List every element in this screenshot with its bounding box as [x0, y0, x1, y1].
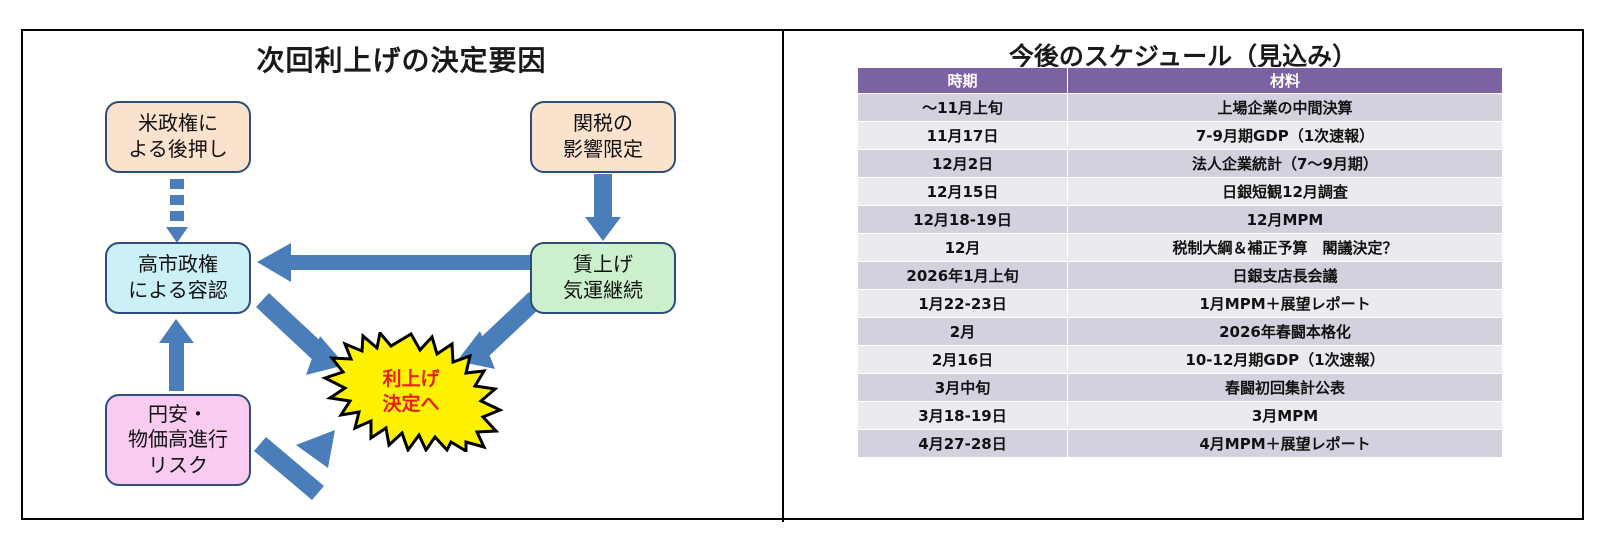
table-header-row: 時期 材料: [857, 67, 1503, 94]
node-yen-inflation-risk: 円安・ 物価高進行 リスク: [105, 394, 251, 486]
node-takaichi-approval-label: 高市政権 による容認: [128, 252, 228, 302]
cell-period: 12月15日: [857, 177, 1068, 206]
cell-period: 3月18-19日: [857, 401, 1068, 430]
cell-material: 2026年春闘本格化: [1067, 317, 1503, 346]
node-us-administration: 米政権に よる後押し: [105, 101, 251, 173]
arrow-wage-to-takaichi: [257, 243, 530, 282]
table-row: 12月2日法人企業統計（7〜9月期）: [857, 149, 1503, 178]
node-us-administration-label: 米政権に よる後押し: [128, 111, 228, 161]
node-wage-momentum: 賃上げ 気運継続: [530, 242, 676, 314]
cell-material: 7-9月期GDP（1次速報）: [1067, 121, 1503, 150]
cell-period: 3月中旬: [857, 373, 1068, 402]
cell-material: 10-12月期GDP（1次速報）: [1067, 345, 1503, 374]
arrow-yen-to-takaichi: [159, 319, 194, 391]
node-tariff-impact: 関税の 影響限定: [530, 101, 676, 173]
cell-material: 税制大綱＆補正予算 閣議決定？: [1067, 233, 1503, 262]
cell-period: 2月16日: [857, 345, 1068, 374]
cell-material: 春闘初回集計公表: [1067, 373, 1503, 402]
node-tariff-impact-label: 関税の 影響限定: [563, 111, 643, 161]
column-header-period: 時期: [857, 67, 1068, 94]
starburst-label: 利上げ 決定へ: [382, 367, 440, 415]
cell-period: 4月27-28日: [857, 429, 1068, 458]
flow-diagram-panel: 次回利上げの決定要因: [23, 31, 780, 518]
table-row: 〜11月上旬上場企業の中間決算: [857, 93, 1503, 122]
arrow-us-to-takaichi-dotted: [166, 179, 188, 243]
cell-material: 12月MPM: [1067, 205, 1503, 234]
cell-material: 上場企業の中間決算: [1067, 93, 1503, 122]
table-row: 12月15日日銀短観12月調査: [857, 177, 1503, 206]
table-row: 2026年1月上旬日銀支店長会議: [857, 261, 1503, 290]
cell-material: 日銀支店長会議: [1067, 261, 1503, 290]
schedule-title: 今後のスケジュール（見込み）: [1008, 42, 1358, 71]
cell-material: 4月MPM＋展望レポート: [1067, 429, 1503, 458]
cell-material: 法人企業統計（7〜9月期）: [1067, 149, 1503, 178]
cell-period: 11月17日: [857, 121, 1068, 150]
cell-period: 12月2日: [857, 149, 1068, 178]
node-takaichi-approval: 高市政権 による容認: [105, 242, 251, 314]
arrow-tariff-to-wage: [585, 174, 621, 241]
panel-divider: [782, 29, 784, 522]
rate-hike-starburst: 利上げ 決定へ: [318, 332, 504, 452]
table-row: 12月税制大綱＆補正予算 閣議決定？: [857, 233, 1503, 262]
arrow-takaichi-to-burst: [256, 293, 345, 375]
column-header-material: 材料: [1067, 67, 1503, 94]
arrow-yen-to-burst: [254, 430, 335, 500]
cell-period: 12月: [857, 233, 1068, 262]
cell-period: 12月18-19日: [857, 205, 1068, 234]
table-row: 3月中旬春闘初回集計公表: [857, 373, 1503, 402]
flow-diagram-title: 次回利上げの決定要因: [256, 44, 547, 77]
node-yen-inflation-risk-label: 円安・ 物価高進行 リスク: [128, 401, 228, 477]
cell-period: 2月: [857, 317, 1068, 346]
cell-period: 2026年1月上旬: [857, 261, 1068, 290]
cell-period: 1月22-23日: [857, 289, 1068, 318]
cell-material: 日銀短観12月調査: [1067, 177, 1503, 206]
cell-period: 〜11月上旬: [857, 93, 1068, 122]
node-wage-momentum-label: 賃上げ 気運継続: [563, 252, 643, 302]
cell-material: 1月MPM＋展望レポート: [1067, 289, 1503, 318]
cell-material: 3月MPM: [1067, 401, 1503, 430]
